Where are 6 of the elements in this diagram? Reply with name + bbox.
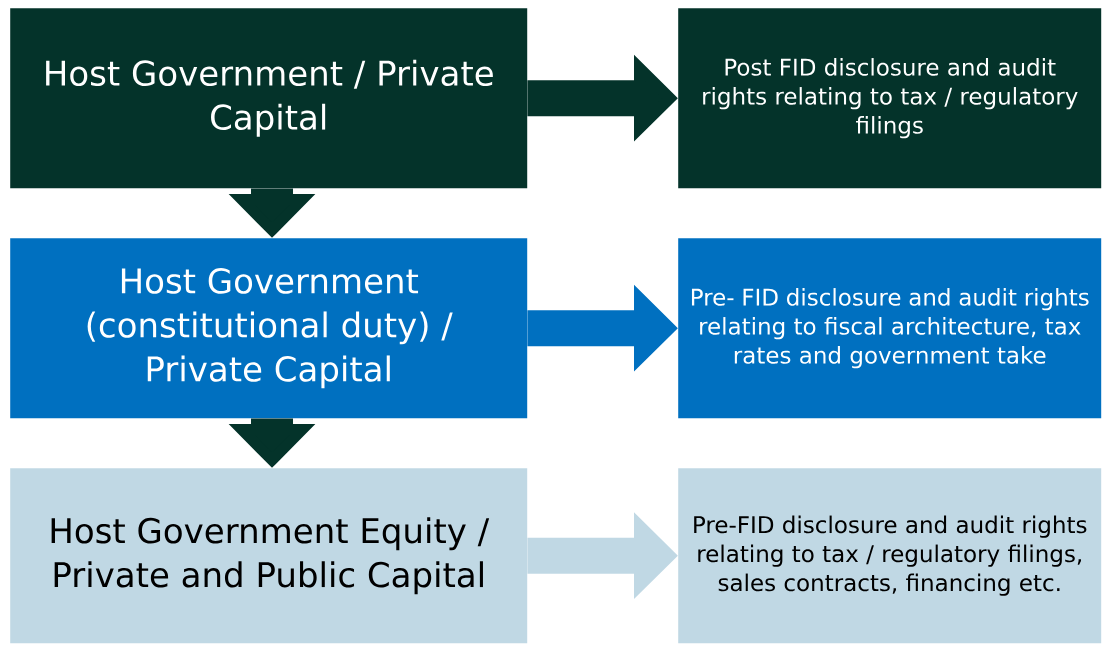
statement-box: Host Government Equity / Private and Public Capital	[10, 468, 528, 644]
statement-box: Host Government / Private Capital	[10, 8, 528, 189]
statement-box: Host Government (constitutional duty) / Private Capital	[10, 238, 528, 419]
rights-box: Pre-FID disclosure and audit rights relating to tax / regulatory filings, sales contracts, financing etc.	[678, 468, 1102, 644]
rights-box: Pre- FID disclosure and audit rights relating to fiscal architecture, tax rates and government take	[678, 238, 1102, 419]
rights-box: Post FID disclosure and audit rights relating to tax / regulatory filings	[678, 8, 1102, 189]
